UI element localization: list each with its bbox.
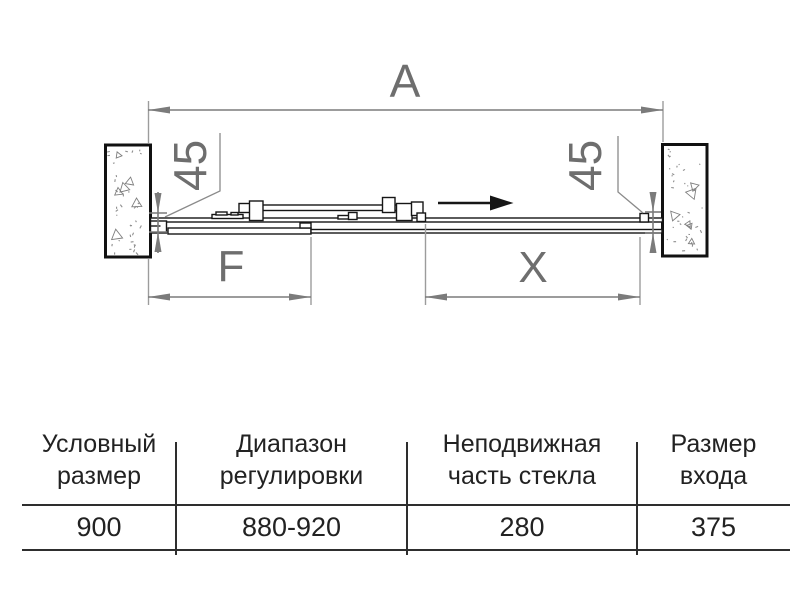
- dim-a-arrow-right: [641, 106, 663, 114]
- table-value-fixed-glass-part: 280: [499, 512, 545, 542]
- right-wall-hatch-texture: [666, 148, 703, 252]
- slide-direction-arrow-icon: [438, 195, 514, 211]
- glass-panel-line: [310, 228, 663, 234]
- dimension-entry-size: X: [424, 224, 641, 305]
- track-clip-left-tab2: [230, 211, 239, 216]
- dim-label-entry-size: X: [518, 243, 547, 292]
- right-wall-bracket: [639, 212, 650, 223]
- slider-rail: [241, 204, 401, 212]
- track-clip-mid: [337, 214, 350, 220]
- dim-f-arrow-left: [148, 293, 170, 301]
- dim-45r-arrow-top: [649, 192, 657, 212]
- fixed-glass-end-clip: [299, 222, 312, 229]
- track-clip-left-tab: [215, 211, 228, 216]
- dim-45l-arrow-bottom: [154, 232, 162, 252]
- left-wall: [104, 143, 152, 259]
- dim-label-total-width: A: [390, 55, 421, 107]
- table-header-adjustment-range: Диапазон регулировки: [219, 430, 364, 490]
- dimension-total-width: A: [147, 55, 664, 143]
- dim-f-arrow-right: [289, 293, 311, 301]
- table-header-entry-size: Размер входа: [670, 430, 757, 490]
- table-header-nominal-size: Условный размер: [41, 430, 157, 490]
- table-divider-2: [406, 442, 408, 555]
- dim-label-profile-right: 45: [559, 140, 611, 191]
- left-roller: [238, 202, 251, 214]
- door-profile-section: [149, 196, 664, 235]
- dim-45r-arrow-bottom: [649, 233, 657, 253]
- profile-top-view-diagram: A F X 45: [104, 55, 709, 305]
- table-value-entry-size: 375: [690, 512, 737, 542]
- dimension-profile-right: 45: [559, 136, 661, 253]
- table-divider-3: [636, 442, 638, 555]
- right-roller-foot: [416, 212, 427, 223]
- table-header-fixed-glass-part: Неподвижная часть стекла: [442, 430, 602, 490]
- fixed-glass-profile: [167, 227, 312, 235]
- left-wall-hatch-texture: [106, 149, 143, 256]
- dim-label-fixed-part: F: [218, 242, 245, 291]
- right-roller: [395, 202, 413, 222]
- dim-x-arrow-right: [618, 293, 640, 301]
- right-roller-housing: [381, 196, 396, 214]
- dim-45l-arrow-top: [154, 193, 162, 213]
- dimension-profile-left: 45: [149, 133, 221, 253]
- dim-x-arrow-left: [425, 293, 447, 301]
- table-value-adjustment-range: 880-920: [241, 512, 342, 542]
- left-roller-housing: [248, 200, 264, 222]
- dim-label-profile-left: 45: [164, 140, 216, 191]
- right-wall: [661, 143, 709, 258]
- table-value-nominal-size: 900: [76, 512, 122, 542]
- dim-a-arrow-left: [148, 106, 170, 114]
- dimension-fixed-part: F: [147, 237, 312, 305]
- table-divider-1: [175, 442, 177, 555]
- track-clip-mid-tab: [347, 211, 358, 221]
